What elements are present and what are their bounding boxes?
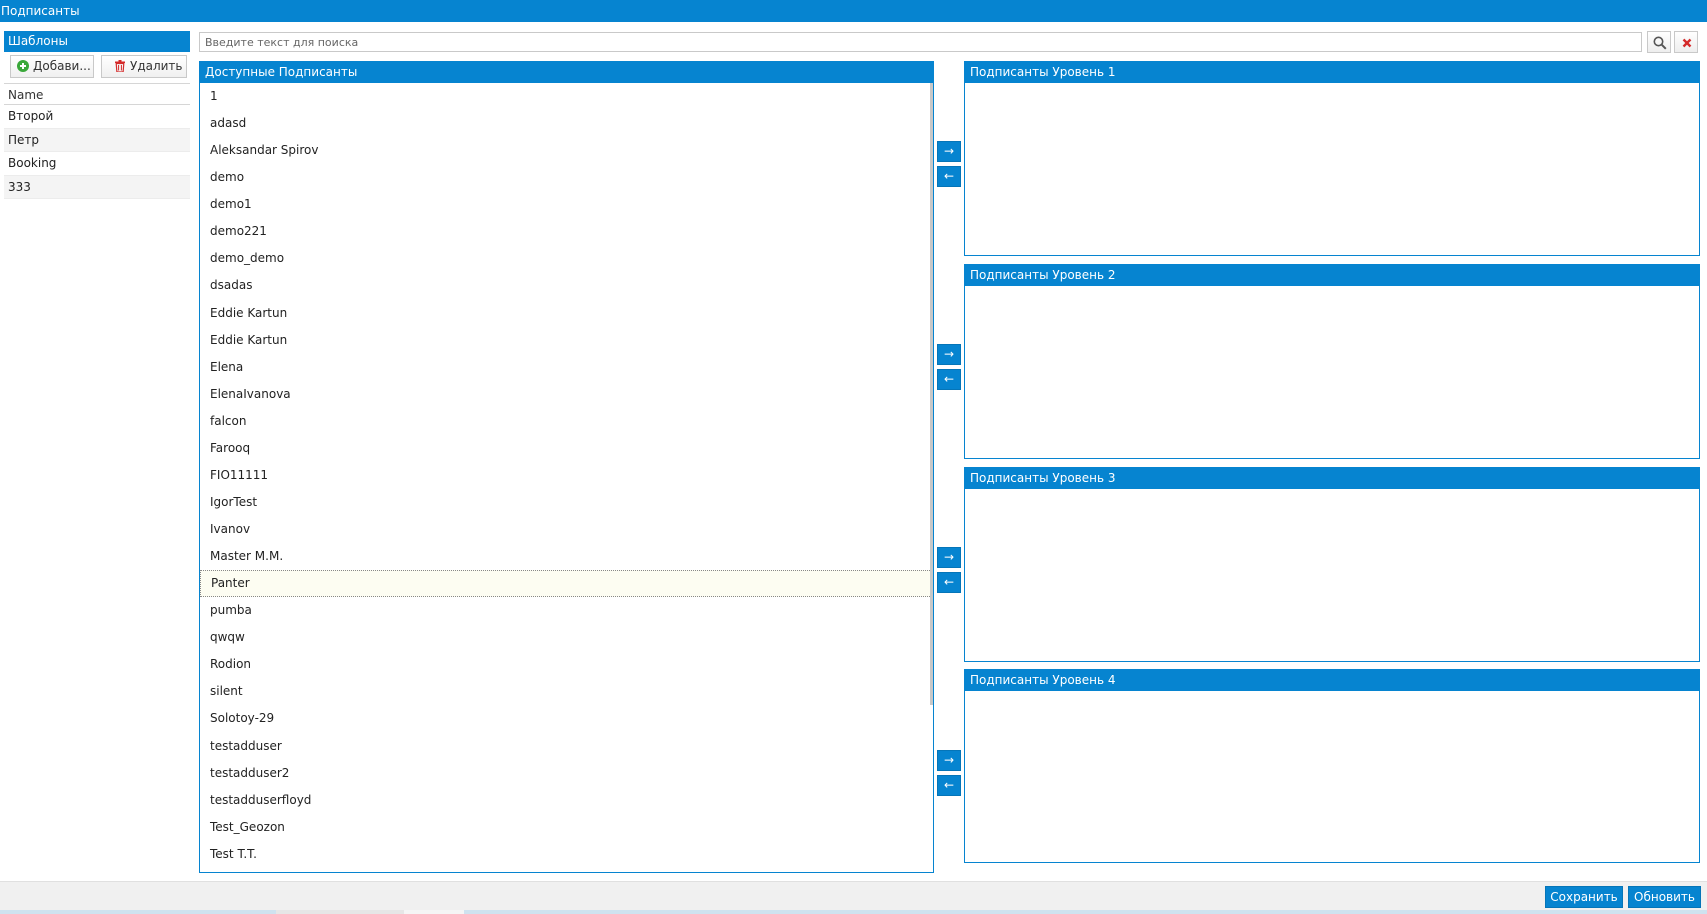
signer-list-item[interactable]: ElenaIvanova [210, 386, 291, 401]
search-button[interactable] [1647, 31, 1671, 53]
move-left-button[interactable]: ← [937, 572, 961, 593]
move-left-button[interactable]: ← [937, 166, 961, 187]
search-input[interactable] [199, 32, 1642, 52]
signer-list-item[interactable]: demo1 [210, 197, 252, 212]
signer-list-item[interactable]: pumba [210, 603, 252, 618]
signer-list-item[interactable]: Elena [210, 359, 244, 374]
signer-list-item[interactable]: Panter [200, 570, 932, 598]
signer-list-item[interactable]: 1 [210, 89, 218, 103]
scrollbar[interactable] [930, 83, 933, 705]
signer-list-item[interactable]: falcon [210, 413, 247, 428]
trash-icon [114, 60, 126, 73]
close-icon [1682, 38, 1692, 48]
taskbar-segment [404, 910, 464, 914]
taskbar-segment [276, 910, 404, 914]
level-1-header: Подписанты Уровень 1 [965, 62, 1699, 83]
clear-search-button[interactable] [1674, 31, 1698, 53]
templates-header: Шаблоны [4, 31, 190, 52]
level-1-panel[interactable]: Подписанты Уровень 1 [964, 61, 1700, 256]
level-3-panel[interactable]: Подписанты Уровень 3 [964, 467, 1700, 662]
move-right-button[interactable]: → [937, 547, 961, 568]
add-template-button[interactable]: Добави... [10, 55, 94, 78]
column-header-name[interactable]: Name [4, 83, 190, 105]
signer-list-item[interactable]: testadduserfloyd [210, 792, 312, 807]
signer-list-item[interactable]: Eddie Kartun [210, 332, 288, 347]
signer-list-item[interactable]: Test_Geozon [210, 819, 285, 834]
refresh-button[interactable]: Обновить [1628, 886, 1701, 908]
signer-list-item[interactable]: Rodion [210, 657, 252, 672]
delete-template-label: Удалить [130, 59, 183, 73]
footer-bar [0, 881, 1707, 914]
level-2-panel[interactable]: Подписанты Уровень 2 [964, 264, 1700, 459]
signer-list-item[interactable]: Ivanov [210, 522, 251, 536]
signer-list-item[interactable]: FIO11111 [210, 467, 269, 482]
signer-list-item[interactable]: testadduser2 [210, 765, 290, 780]
signer-list-item[interactable]: Solotoy-29 [210, 711, 275, 726]
template-row[interactable]: Booking [4, 152, 190, 176]
signer-list-item[interactable]: qwqw [210, 630, 245, 645]
delete-template-button[interactable]: Удалить [101, 55, 187, 78]
signer-list-item[interactable]: testadduser [210, 738, 282, 753]
move-right-button[interactable]: → [937, 141, 961, 162]
signer-list-item[interactable]: Master M.M. [210, 549, 284, 564]
template-row[interactable]: Петр [4, 128, 190, 152]
level-4-header: Подписанты Уровень 4 [965, 670, 1699, 691]
signer-list-item[interactable]: Eddie Kartun [210, 305, 288, 320]
template-row[interactable]: Второй [4, 105, 190, 129]
signer-list-item[interactable]: demo221 [210, 224, 267, 239]
signer-list-item[interactable]: demo_demo [210, 251, 285, 266]
available-signers-header: Доступные Подписанты [200, 62, 933, 83]
move-left-button[interactable]: ← [937, 775, 961, 796]
signer-list-item[interactable]: IgorTest [210, 494, 258, 509]
signer-list-item[interactable]: dsadas [210, 278, 253, 293]
signer-list-item[interactable]: demo [210, 170, 245, 185]
level-4-panel[interactable]: Подписанты Уровень 4 [964, 669, 1700, 863]
move-left-button[interactable]: ← [937, 369, 961, 390]
save-button[interactable]: Сохранить [1545, 886, 1623, 908]
signer-list-item[interactable]: adasd [210, 116, 247, 131]
move-right-button[interactable]: → [937, 344, 961, 365]
search-icon [1653, 36, 1667, 50]
add-template-label: Добави... [33, 59, 91, 73]
level-3-header: Подписанты Уровень 3 [965, 468, 1699, 489]
signer-list-item[interactable]: Aleksandar Spirov [210, 143, 319, 158]
level-2-header: Подписанты Уровень 2 [965, 265, 1699, 286]
signer-list-item[interactable]: Test T.T. [210, 846, 257, 861]
signer-list-item[interactable]: silent [210, 684, 243, 699]
taskbar-strip [0, 910, 1707, 914]
templates-toolbar: Добави... Удалить [4, 55, 190, 79]
move-right-button[interactable]: → [937, 750, 961, 771]
templates-grid: Name Второй Петр Booking 333 [4, 83, 190, 199]
window-title: Подписанты [0, 0, 1707, 22]
signer-list-item[interactable]: Farooq [210, 440, 251, 455]
plus-circle-icon [17, 60, 29, 72]
template-row[interactable]: 333 [4, 175, 190, 199]
